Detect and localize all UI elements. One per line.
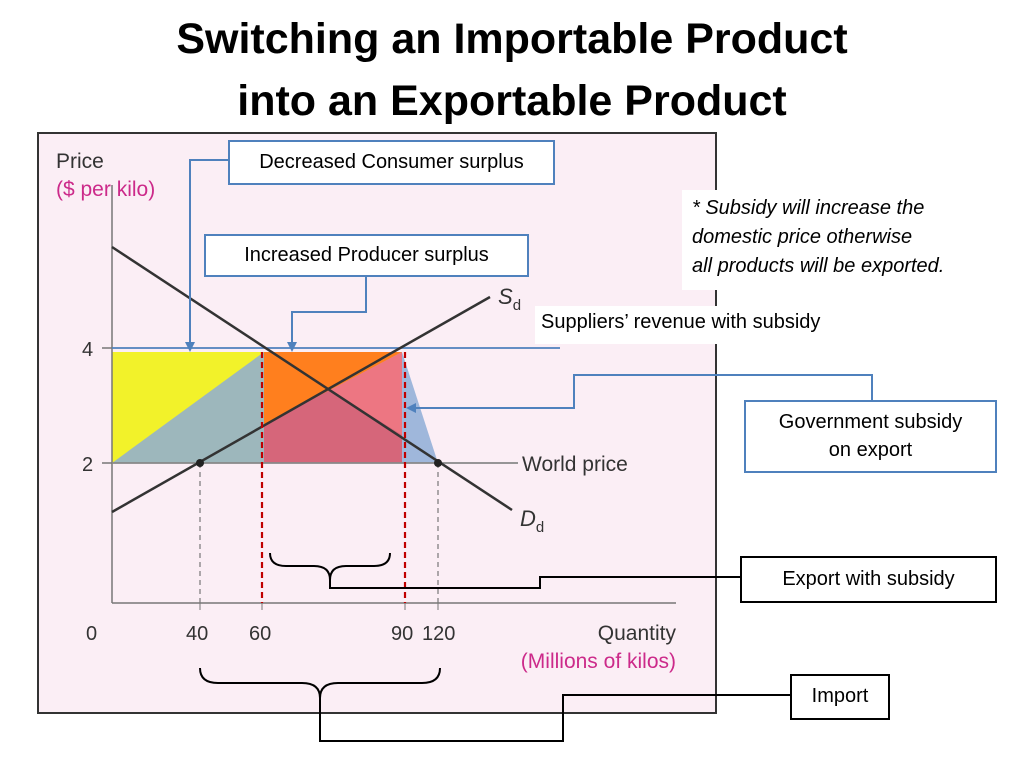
demand-curve <box>111 245 513 512</box>
producer-surplus-text: Increased Producer surplus <box>244 244 489 266</box>
export-callout: Export with subsidy <box>740 556 997 603</box>
note-line-1: * Subsidy will increase the <box>692 197 925 219</box>
demand-curve-label: Dd <box>520 506 544 536</box>
revenue-text: Suppliers’ revenue with subsidy <box>541 311 821 333</box>
x-axis-unit: (Millions of kilos) <box>521 650 676 673</box>
supply-curve <box>111 295 491 514</box>
subsidy-callout-connector <box>410 374 873 409</box>
producer-callout-connector <box>291 276 367 350</box>
x-tick-label-120: 120 <box>422 623 455 645</box>
world-price-label: World price <box>522 453 628 476</box>
export-text: Export with subsidy <box>782 568 955 590</box>
consumer-surplus-text: Decreased Consumer surplus <box>259 151 524 173</box>
producer-surplus-callout: Increased Producer surplus <box>204 234 529 277</box>
subsidy-note: * Subsidy will increase the domestic pri… <box>682 190 1002 290</box>
supply-curve-label: Sd <box>498 284 521 314</box>
import-callout: Import <box>790 674 890 720</box>
subsidy-callout: Government subsidy on export <box>744 400 997 473</box>
subsidy-lower-dark <box>264 390 402 463</box>
note-line-3: all products will be exported. <box>692 255 945 277</box>
import-point-40 <box>196 459 204 467</box>
subsidy-text-line-1: Government subsidy <box>778 411 963 433</box>
title-line-1: Switching an Importable Product <box>176 15 848 63</box>
x-tick-label-60: 60 <box>249 623 271 645</box>
subsidy-callout-arrowhead <box>406 403 416 413</box>
y-tick-label-4: 4 <box>82 339 93 361</box>
consumer-callout-connector <box>189 159 228 350</box>
y-axis-label: Price <box>56 150 104 173</box>
consumer-callout-arrowhead <box>185 342 195 352</box>
x-axis-label: Quantity <box>598 622 677 645</box>
revenue-label: Suppliers’ revenue with subsidy <box>535 306 880 344</box>
import-point-120 <box>434 459 442 467</box>
x-tick-label-40: 40 <box>186 623 208 645</box>
x-tick-label-90: 90 <box>391 623 413 645</box>
y-tick-label-2: 2 <box>82 454 93 476</box>
import-connector <box>319 694 790 742</box>
y-axis-unit: ($ per kilo) <box>56 178 155 201</box>
export-connector <box>329 576 740 589</box>
import-text: Import <box>811 685 869 707</box>
title-line-2: into an Exportable Product <box>237 77 787 125</box>
subsidy-text-line-2: on export <box>828 439 913 461</box>
origin-label: 0 <box>86 623 97 645</box>
page-title: Switching an Importable Product into an … <box>0 8 1024 132</box>
note-line-2: domestic price otherwise <box>692 226 913 248</box>
producer-callout-arrowhead <box>287 342 297 352</box>
consumer-surplus-callout: Decreased Consumer surplus <box>228 140 555 185</box>
